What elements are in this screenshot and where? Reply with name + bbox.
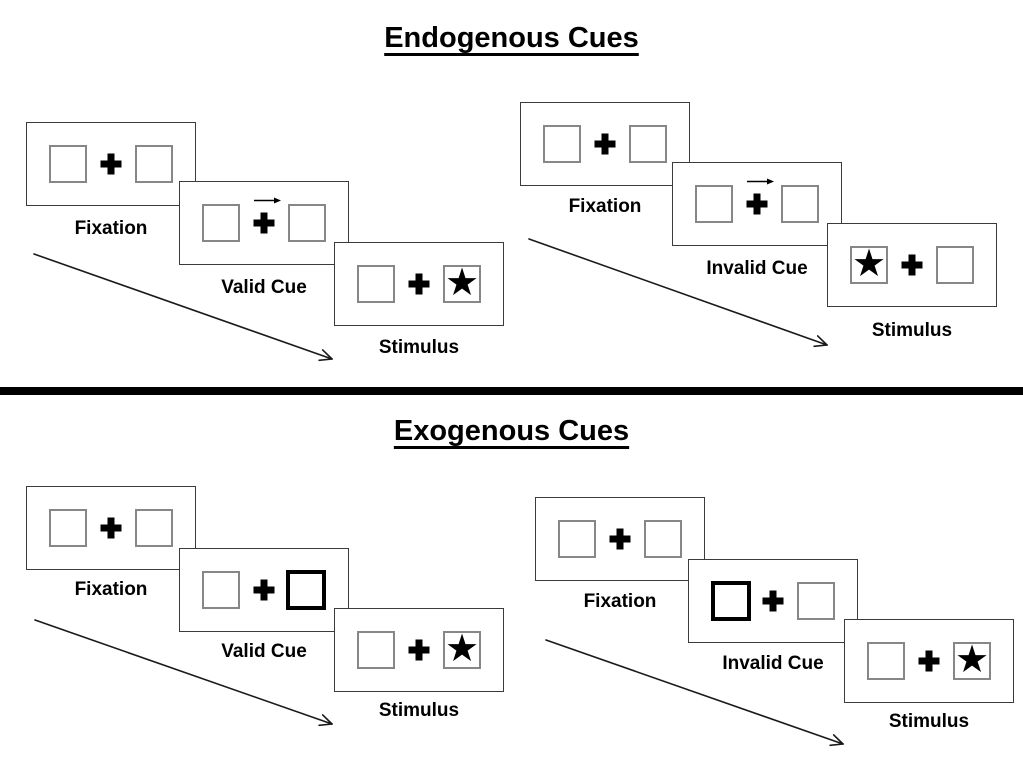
left-box [558,520,596,558]
exogenous-valid-stimulus-panel: ★ [334,608,504,692]
endogenous-invalid-cue-panel [672,162,842,246]
timeline-arrow-exogenous-invalid [545,639,844,747]
section-divider [0,387,1023,395]
right-box [936,246,974,284]
left-box [867,642,905,680]
fixation-cross-icon [408,273,430,295]
exogenous-invalid-stimulus-panel: ★ [844,619,1014,703]
fixation-cross-icon [901,254,923,276]
panel-label: Fixation [74,579,148,600]
endogenous-valid-stimulus-panel: ★ [334,242,504,326]
right-arrow-cue-icon [747,178,774,185]
left-box [695,185,733,223]
right-arrow-cue-icon [254,197,281,204]
target-star-icon: ★ [444,261,480,304]
right-box [629,125,667,163]
fixation-cross-icon [609,528,631,550]
fixation-cross-icon [746,193,768,215]
left-box [357,631,395,669]
right-box [797,582,835,620]
exogenous-valid-cue-panel [179,548,349,632]
timeline-arrow-exogenous-valid [34,619,333,727]
endogenous-invalid-stimulus-panel: ★ [827,223,997,307]
right-box: ★ [443,627,481,670]
panel-label: Valid Cue [221,641,307,662]
endogenous-valid-cue-panel [179,181,349,265]
endogenous-valid-fixation-panel [26,122,196,206]
right-box [781,185,819,223]
panel-label: Stimulus [871,320,953,341]
left-box [543,125,581,163]
left-box [49,145,87,183]
panel-label: Stimulus [378,337,460,358]
panel-label: Fixation [74,218,148,239]
timeline-arrow-endogenous-valid [33,253,333,362]
highlighted-cue-box [286,570,326,610]
target-star-icon: ★ [954,638,990,681]
fixation-cross-icon [100,517,122,539]
left-box [202,571,240,609]
right-box: ★ [443,261,481,304]
fixation-cross-icon [918,650,940,672]
highlighted-cue-box [711,581,751,621]
fixation-cross-icon [594,133,616,155]
right-box [288,204,326,242]
fixation-cross-icon [253,212,275,234]
fixation-cross-icon [408,639,430,661]
right-box [644,520,682,558]
target-star-icon: ★ [444,627,480,670]
endogenous-invalid-fixation-panel [520,102,690,186]
exogenous-invalid-fixation-panel [535,497,705,581]
target-star-icon: ★ [851,242,887,285]
left-box [49,509,87,547]
section-title-exogenous: Exogenous Cues [393,415,630,447]
left-box [202,204,240,242]
right-box: ★ [953,638,991,681]
panel-label: Invalid Cue [722,653,824,674]
fixation-cross-icon [100,153,122,175]
left-box: ★ [850,242,888,285]
section-title-endogenous: Endogenous Cues [384,22,639,54]
exogenous-invalid-cue-panel [688,559,858,643]
fixation-cross-icon [253,579,275,601]
panel-label: Stimulus [888,711,970,732]
right-box [135,509,173,547]
panel-label: Fixation [583,591,657,612]
exogenous-valid-fixation-panel [26,486,196,570]
panel-label: Fixation [568,196,642,217]
left-box [357,265,395,303]
panel-label: Valid Cue [221,277,307,298]
timeline-arrow-endogenous-invalid [528,238,828,348]
fixation-cross-icon [762,590,784,612]
right-box [135,145,173,183]
panel-label: Stimulus [378,700,460,721]
panel-label: Invalid Cue [706,258,808,279]
